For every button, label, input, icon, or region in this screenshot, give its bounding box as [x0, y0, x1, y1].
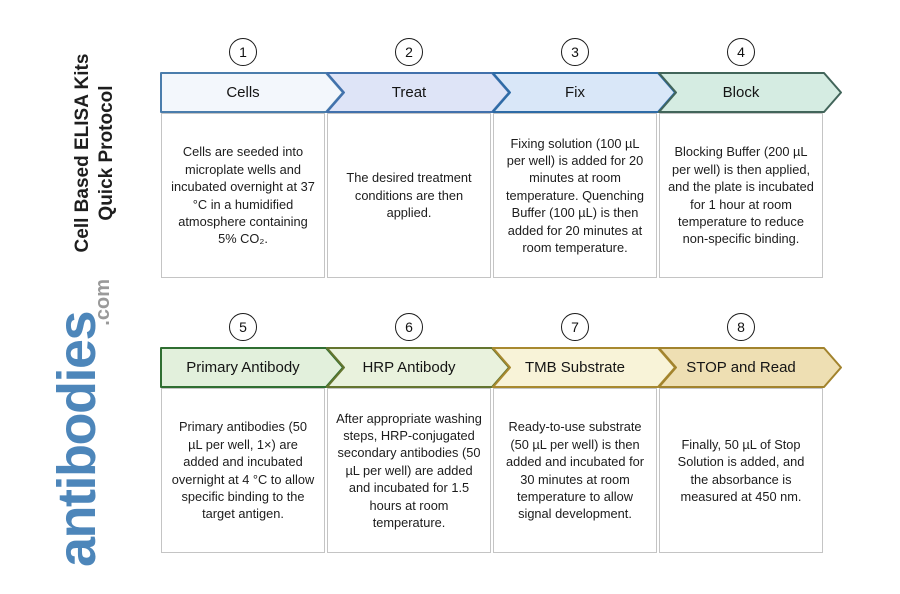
step-column-1: 1 Cells Cells are seeded into microplate… [160, 38, 344, 283]
step-description-box: Blocking Buffer (200 µL per well) is the… [659, 113, 823, 278]
antibodies-logo: antibodies .com [46, 277, 114, 567]
step-number-badge: 7 [561, 313, 589, 341]
step-label: Primary Antibody [186, 359, 300, 376]
step-number-badge: 5 [229, 313, 257, 341]
step-label: Block [722, 84, 760, 101]
step-number-badge: 3 [561, 38, 589, 66]
step-number-badge: 6 [395, 313, 423, 341]
step-column-8: 8 STOP and Read Finally, 50 µL of Stop S… [658, 313, 842, 558]
step-description: The desired treatment conditions are the… [346, 170, 472, 221]
step-description-box: Finally, 50 µL of Stop Solution is added… [659, 388, 823, 553]
step-description-box: Ready-to-use substrate (50 µL per well) … [493, 388, 657, 553]
step-number: 4 [737, 44, 745, 60]
step-description-box: Fixing solution (100 µL per well) is add… [493, 113, 657, 278]
step-description: Primary antibodies (50 µL per well, 1×) … [171, 419, 315, 522]
step-arrow-header: TMB Substrate [492, 347, 677, 388]
page-title: Cell Based ELISA Kits Quick Protocol [71, 28, 121, 278]
logo-wordmark: antibodies [47, 311, 107, 567]
step-number: 7 [571, 319, 579, 335]
page-title-line2: Quick Protocol [96, 85, 117, 221]
step-label: Fix [565, 84, 585, 101]
step-number-badge: 1 [229, 38, 257, 66]
step-number: 1 [239, 44, 247, 60]
step-description: Ready-to-use substrate (50 µL per well) … [505, 419, 645, 522]
step-column-6: 6 HRP Antibody After appropriate washing… [326, 313, 510, 558]
step-label: Cells [226, 84, 260, 101]
logo-domain-suffix: .com [92, 279, 114, 326]
step-description: Cells are seeded into microplate wells a… [171, 144, 315, 247]
step-number: 3 [571, 44, 579, 60]
step-column-4: 4 Block Blocking Buffer (200 µL per well… [658, 38, 842, 283]
step-description-box: Primary antibodies (50 µL per well, 1×) … [161, 388, 325, 553]
step-column-3: 3 Fix Fixing solution (100 µL per well) … [492, 38, 676, 283]
step-number-badge: 4 [727, 38, 755, 66]
page-title-line1: Cell Based ELISA Kits [72, 53, 93, 253]
step-number: 5 [239, 319, 247, 335]
step-arrow-header: STOP and Read [658, 347, 843, 388]
step-label: STOP and Read [686, 359, 796, 376]
step-label: Treat [391, 84, 427, 101]
step-description-box: The desired treatment conditions are the… [327, 113, 491, 278]
step-arrow-header: HRP Antibody [326, 347, 511, 388]
step-label: TMB Substrate [524, 359, 626, 376]
step-number: 6 [405, 319, 413, 335]
step-column-5: 5 Primary Antibody Primary antibodies (5… [160, 313, 344, 558]
step-description: After appropriate washing steps, HRP-con… [336, 410, 482, 530]
step-arrow-header: Cells [160, 72, 345, 113]
step-column-7: 7 TMB Substrate Ready-to-use substrate (… [492, 313, 676, 558]
step-number-badge: 8 [727, 313, 755, 341]
step-number-badge: 2 [395, 38, 423, 66]
step-label: HRP Antibody [362, 359, 456, 376]
step-number: 8 [737, 319, 745, 335]
step-arrow-header: Fix [492, 72, 677, 113]
step-arrow-header: Block [658, 72, 843, 113]
step-description: Fixing solution (100 µL per well) is add… [505, 135, 644, 255]
step-description: Finally, 50 µL of Stop Solution is added… [677, 436, 805, 504]
arrow-shape [658, 72, 842, 113]
step-number: 2 [405, 44, 413, 60]
step-description-box: After appropriate washing steps, HRP-con… [327, 388, 491, 553]
step-description-box: Cells are seeded into microplate wells a… [161, 113, 325, 278]
step-arrow-header: Primary Antibody [160, 347, 345, 388]
step-column-2: 2 Treat The desired treatment conditions… [326, 38, 510, 283]
step-arrow-header: Treat [326, 72, 511, 113]
step-description: Blocking Buffer (200 µL per well) is the… [668, 144, 814, 247]
arrow-shape [658, 347, 842, 388]
